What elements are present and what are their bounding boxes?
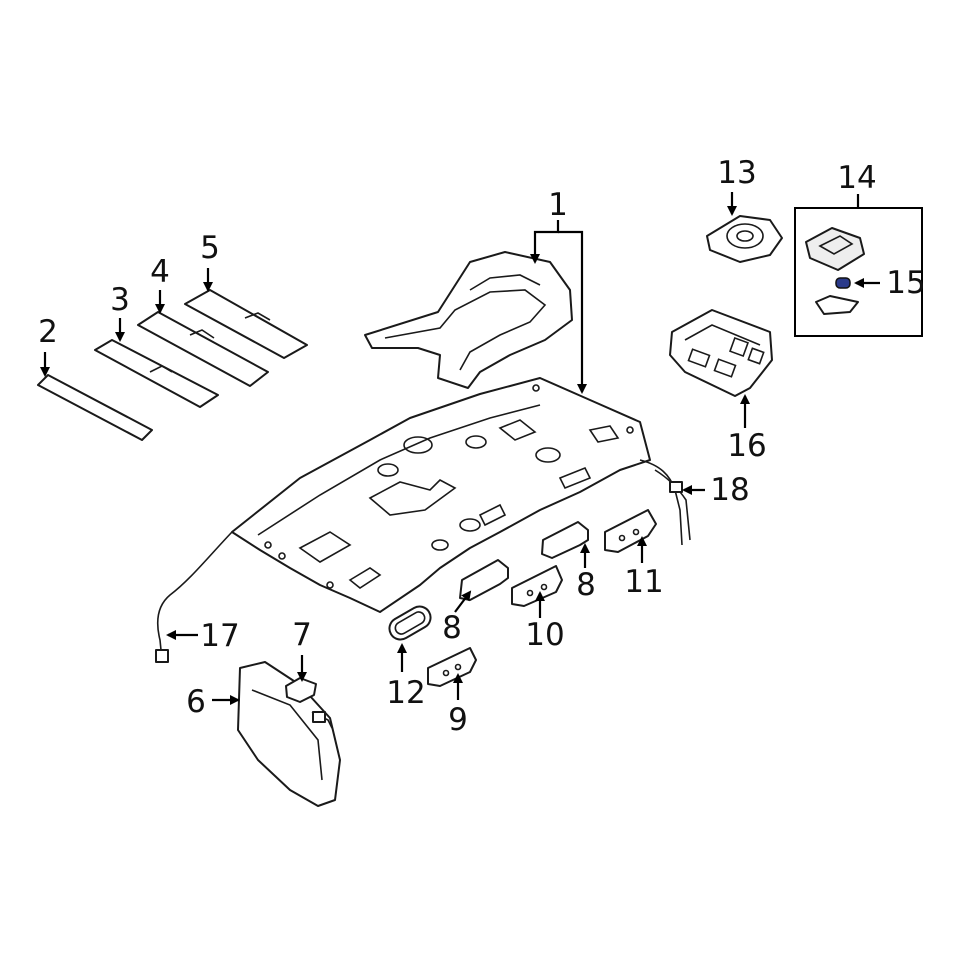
lamp-lens-12 bbox=[388, 605, 432, 641]
bracket-11 bbox=[604, 509, 657, 553]
sun-visor bbox=[237, 661, 341, 807]
callout-10: 10 bbox=[525, 617, 564, 653]
callout-8b: 8 bbox=[576, 567, 596, 603]
callout-9: 9 bbox=[448, 702, 468, 738]
callout-13: 13 bbox=[717, 155, 756, 191]
bracket-9 bbox=[427, 647, 477, 687]
insulation-pad-5 bbox=[184, 289, 308, 359]
insulation-pad-3 bbox=[94, 339, 219, 408]
callout-7: 7 bbox=[292, 617, 312, 653]
overhead-console-16 bbox=[669, 309, 773, 397]
callout-18: 18 bbox=[710, 472, 749, 508]
callout-16: 16 bbox=[727, 428, 766, 464]
callout-15: 15 bbox=[886, 265, 925, 301]
headliner-insulation bbox=[364, 251, 573, 389]
insulation-pad-4 bbox=[137, 311, 269, 387]
dome-lamp-assembly-box bbox=[794, 207, 923, 337]
insulation-pad-2 bbox=[37, 374, 153, 441]
callout-1: 1 bbox=[548, 187, 568, 223]
grab-handle-8b bbox=[541, 521, 589, 559]
callout-14: 14 bbox=[837, 160, 876, 196]
callout-2: 2 bbox=[38, 314, 58, 350]
leader-lines bbox=[40, 192, 880, 705]
headliner-panel bbox=[231, 377, 651, 613]
callout-6: 6 bbox=[186, 684, 206, 720]
callout-17: 17 bbox=[200, 618, 239, 654]
callout-11: 11 bbox=[624, 564, 663, 600]
round-lamp-13 bbox=[706, 215, 783, 263]
callout-4: 4 bbox=[150, 254, 170, 290]
callout-12: 12 bbox=[386, 675, 425, 711]
wire-harness-17 bbox=[155, 531, 233, 663]
callout-8a: 8 bbox=[442, 610, 462, 646]
wire-harness-18 bbox=[639, 459, 691, 546]
callout-3: 3 bbox=[110, 282, 130, 318]
callout-5: 5 bbox=[200, 230, 220, 266]
bracket-10 bbox=[511, 565, 563, 607]
